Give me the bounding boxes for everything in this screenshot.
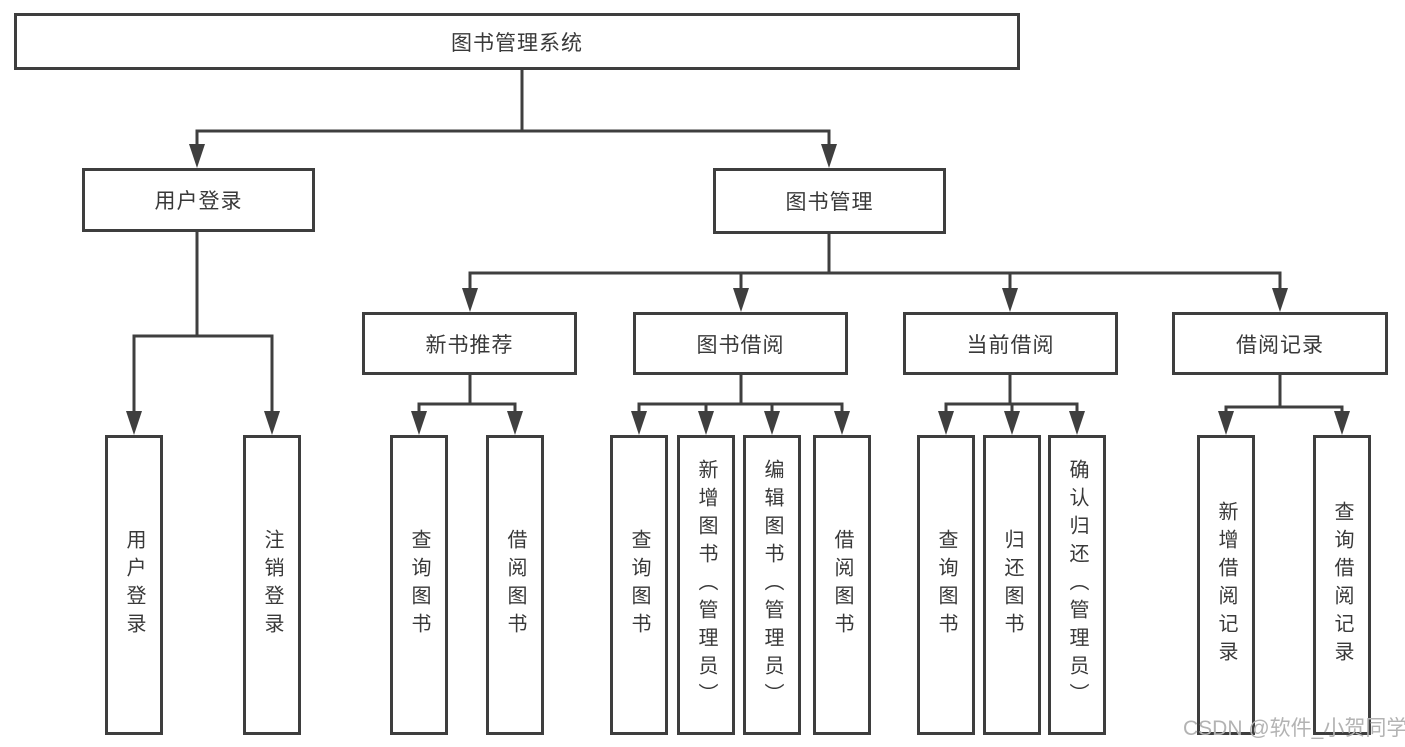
- leaf-query-books-current: 查询图书: [917, 435, 975, 735]
- leaf-label: 查询图书: [628, 529, 650, 641]
- arrowhead: [1069, 411, 1085, 435]
- node-label: 当前借阅: [966, 333, 1055, 357]
- node-label: 借阅记录: [1236, 333, 1324, 357]
- node-label: 图书管理: [785, 191, 874, 214]
- leaf-query-books-borrow: 查询图书: [610, 435, 668, 735]
- node-borrowing-records: 借阅记录: [1172, 312, 1388, 375]
- node-label: 图书管理系统: [451, 31, 583, 55]
- node-book-borrowing: 图书借阅: [633, 312, 848, 375]
- leaf-label: 查询图书: [935, 529, 957, 641]
- arrowhead: [189, 144, 205, 168]
- leaf-add-books-admin: 新增图书（管理员）: [677, 435, 735, 735]
- leaf-edit-books-admin: 编辑图书（管理员）: [743, 435, 801, 735]
- arrowhead: [507, 411, 523, 435]
- arrowhead: [733, 288, 749, 312]
- node-label: 新书推荐: [425, 333, 514, 357]
- leaf-return-books: 归还图书: [983, 435, 1041, 735]
- arrowhead: [938, 411, 954, 435]
- leaf-label: 查询图书: [408, 529, 430, 641]
- leaf-label: 新增图书（管理员）: [695, 459, 717, 711]
- arrowhead: [1004, 411, 1020, 435]
- leaf-borrow-books: 借阅图书: [813, 435, 871, 735]
- leaf-confirm-return-admin: 确认归还（管理员）: [1048, 435, 1106, 735]
- leaf-label: 借阅图书: [504, 529, 526, 641]
- node-current-borrowing: 当前借阅: [903, 312, 1118, 375]
- arrowhead: [126, 411, 142, 435]
- leaf-label: 借阅图书: [831, 529, 853, 641]
- arrowhead: [462, 288, 478, 312]
- leaf-label: 新增借阅记录: [1215, 501, 1237, 669]
- arrowhead: [698, 411, 714, 435]
- arrowhead: [1218, 411, 1234, 435]
- leaf-label: 确认归还（管理员）: [1066, 459, 1088, 711]
- leaf-user-login: 用户登录: [105, 435, 163, 735]
- leaf-label: 编辑图书（管理员）: [761, 459, 783, 711]
- node-book-management-system: 图书管理系统: [14, 13, 1020, 70]
- leaf-label: 归还图书: [1001, 529, 1023, 641]
- leaf-label: 用户登录: [123, 529, 145, 641]
- arrowhead: [1334, 411, 1350, 435]
- leaf-query-borrow-record: 查询借阅记录: [1313, 435, 1371, 735]
- leaf-borrow-books-recommend: 借阅图书: [486, 435, 544, 735]
- leaf-add-borrow-record: 新增借阅记录: [1197, 435, 1255, 735]
- arrowhead: [821, 144, 837, 168]
- node-book-management: 图书管理: [713, 168, 946, 234]
- arrowhead: [834, 411, 850, 435]
- leaf-label: 查询借阅记录: [1331, 501, 1353, 669]
- leaf-logout: 注销登录: [243, 435, 301, 735]
- connector-path: [132, 68, 1344, 417]
- node-label: 用户登录: [154, 190, 243, 213]
- node-new-book-recommend: 新书推荐: [362, 312, 577, 375]
- csdn-watermark: CSDN @软件_小贺同学: [1183, 717, 1405, 740]
- arrowhead: [1272, 288, 1288, 312]
- arrowhead: [264, 411, 280, 435]
- arrowhead: [411, 411, 427, 435]
- node-user-login: 用户登录: [82, 168, 315, 232]
- leaf-label: 注销登录: [261, 529, 283, 641]
- arrowhead: [631, 411, 647, 435]
- leaf-query-books-recommend: 查询图书: [390, 435, 448, 735]
- arrowhead: [1002, 288, 1018, 312]
- arrowhead: [764, 411, 780, 435]
- node-label: 图书借阅: [696, 333, 785, 357]
